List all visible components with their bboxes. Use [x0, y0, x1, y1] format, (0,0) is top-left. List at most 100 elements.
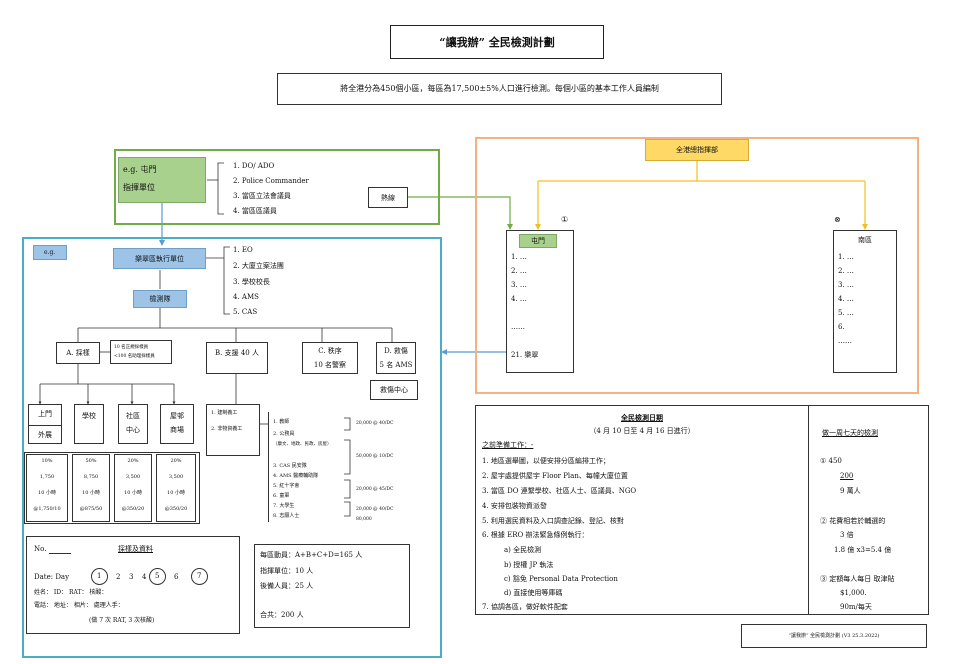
day-circle — [149, 568, 166, 585]
exec-member: 4. AMS — [233, 293, 259, 301]
title-box: “讓我辦” 全民檢測計劃 — [390, 25, 604, 59]
sampling-note-box: 10 名正規採樣員 <100 名助理採樣員 — [110, 340, 172, 364]
hq-title-box: 全港總指揮部 — [645, 139, 749, 161]
team-d-label: D. 救傷 — [384, 347, 408, 355]
district2-item: 6. — [838, 323, 845, 331]
total-line: 每區動員：A+B+C+D=165 人 — [260, 551, 363, 559]
schedule-subitem: b) 授權 JP 執法 — [504, 561, 554, 569]
district1-item: 1. … — [511, 253, 527, 261]
form-day: 4 — [142, 573, 147, 581]
sampling-note: <100 名助理採樣員 — [114, 354, 155, 359]
team-c-label: C. 秩序 — [318, 347, 342, 355]
schedule-title: 全民檢測日期 — [621, 413, 663, 422]
district1-item: 4. … — [511, 295, 527, 303]
site-stats-col: 10% 1,750 10 小時 @1,750/10 — [26, 454, 68, 522]
form-row: 姓名： ID： RAT： 核酸： — [34, 589, 108, 596]
side-item: 9 萬人 — [840, 487, 861, 495]
schedule-item: 4. 安排包裝物資派發 — [482, 502, 547, 510]
side-item: 200 — [840, 472, 854, 480]
district2-item: 2. … — [838, 267, 854, 275]
form-day: 6 — [174, 573, 179, 581]
schedule-subitem: a) 全民檢測 — [504, 546, 542, 554]
totals-box: 每區動員：A+B+C+D=165 人 指揮單位：10 人 後備人員：25 人 合… — [254, 544, 410, 628]
site-stats-col: 20% 3,500 10 小時 @350/20 — [114, 454, 152, 522]
schedule-panel: 全民檢測日期 （4 月 10 日至 4 月 16 日進行） 之前準備工作：- 1… — [475, 405, 929, 615]
form-day: 5 — [155, 572, 160, 580]
hq-title: 全港總指揮部 — [676, 146, 718, 154]
district1-item: 2. … — [511, 267, 527, 275]
test-team-label: 檢測隊 — [149, 295, 171, 303]
form-day: 3 — [129, 573, 134, 581]
district1-item: …… — [511, 323, 525, 331]
total-line: 指揮單位：10 人 — [260, 567, 314, 575]
side-item: 3 倍 — [840, 531, 854, 539]
schedule-item: 1. 地區選舉圖，以便安排分區編排工作； — [482, 457, 610, 465]
exec-member: 5. CAS — [233, 308, 258, 316]
team-c-box: C. 秩序 10 名警察 — [302, 342, 358, 374]
page-title: “讓我辦” 全民檢測計劃 — [439, 36, 555, 49]
exec-member: 2. 大廈立案法團 — [233, 262, 284, 270]
site-box: 上門 外展 — [28, 404, 62, 444]
side-item: ① 450 — [820, 457, 842, 465]
site-name: 社區 — [126, 412, 140, 420]
side-item: 90m/每天 — [840, 603, 872, 611]
exec-member: 3. 學校校長 — [233, 278, 270, 286]
support-role: 1. 建制義工 — [211, 410, 238, 416]
sampling-form: No. 採樣及資料 Date: Day 1 2 3 4 5 6 7 姓名： ID… — [26, 536, 240, 634]
first-aid-box: 救傷中心 — [370, 380, 418, 400]
side-item: $1,000. — [840, 589, 867, 597]
district2-box: 南區 1. … 2. … 3. … 4. … 5. … 6. …… — [833, 230, 897, 373]
district2-item: 4. … — [838, 295, 854, 303]
sampling-note: 10 名正規採樣員 — [114, 345, 149, 350]
district2-item: 1. … — [838, 253, 854, 261]
site-name: 商場 — [170, 426, 184, 434]
schedule-subitem: c) 豁免 Personal Data Protection — [504, 575, 618, 583]
day-circle — [191, 568, 208, 585]
district1-title: 屯門 — [531, 237, 545, 245]
schedule-item: 5. 利用選民資料及入口調查記錄、登記、核對 — [482, 517, 624, 525]
subtitle: 將全港分為450個小區，每區為17,500±5%人口進行檢測。每個小區的基本工作… — [340, 84, 659, 93]
team-d-box: D. 救傷 5 名 AMS — [376, 342, 416, 374]
district-frame — [22, 237, 442, 658]
prep-header: 之前準備工作：- — [482, 441, 534, 449]
form-title: 採樣及資料 — [118, 545, 153, 553]
site-name: 中心 — [126, 426, 140, 434]
side-item: ③ 定額每人每日 取津貼 — [820, 575, 895, 583]
site-box: 學校 — [74, 404, 104, 444]
volunteer-note: 20,000 @ 40/DC — [356, 421, 394, 426]
site-stats-col: 50% 8,750 10 小時 @875/50 — [72, 454, 110, 522]
support-role: 2. 非物資義工 — [211, 426, 243, 432]
form-no: No. — [34, 545, 47, 553]
exec-unit-box: 樂翠區執行單位 — [113, 248, 206, 269]
arrow-hotline-to-district — [408, 196, 513, 230]
district2-item: …… — [838, 337, 852, 345]
form-day: 2 — [116, 573, 121, 581]
team-a-label: A. 採樣 — [66, 349, 90, 357]
command-member: 3. 當區立法會議員 — [233, 192, 291, 200]
subtitle-box: 將全港分為450個小區，每區為17,500±5%人口進行檢測。每個小區的基本工作… — [277, 73, 722, 105]
first-aid-label: 救傷中心 — [380, 386, 408, 394]
site-name: 上門 — [38, 410, 52, 418]
form-row: 電話： 地址： 相片： 處理人手： — [34, 602, 124, 609]
district1-item: 3. … — [511, 281, 527, 289]
side-item: ② 花費相若於輔選的 — [820, 517, 886, 525]
eg-label: e.g. — [44, 249, 56, 256]
team-a-box: A. 採樣 — [56, 342, 100, 364]
schedule-item: 7. 協調各區，做好軟件配套 — [482, 603, 568, 611]
volunteer-note: 20,000 @ 45/DC — [356, 487, 394, 492]
volunteer-note: 20,000 @ 40/DC — [356, 507, 394, 512]
form-day: 1 — [97, 572, 102, 580]
team-c-sub: 10 名警察 — [313, 361, 347, 369]
command-unit-line1: e.g. 屯門 — [123, 165, 157, 174]
district1-item: 21. 樂翠 — [511, 351, 539, 359]
volunteer-note: 80,000 — [356, 517, 372, 522]
district2-title: 南區 — [858, 236, 872, 244]
district2-item: 3. … — [838, 281, 854, 289]
command-member: 2. Police Commander — [233, 177, 309, 185]
site-extra: 外展 — [38, 431, 52, 439]
site-stats-col: 20% 3,500 10 小時 @350/20 — [156, 454, 196, 522]
schedule-dates: （4 月 10 日至 4 月 16 日進行） — [589, 427, 695, 435]
form-day: 7 — [197, 572, 202, 580]
site-name: 屋邨 — [170, 412, 184, 420]
form-date: Date: Day — [34, 573, 70, 581]
